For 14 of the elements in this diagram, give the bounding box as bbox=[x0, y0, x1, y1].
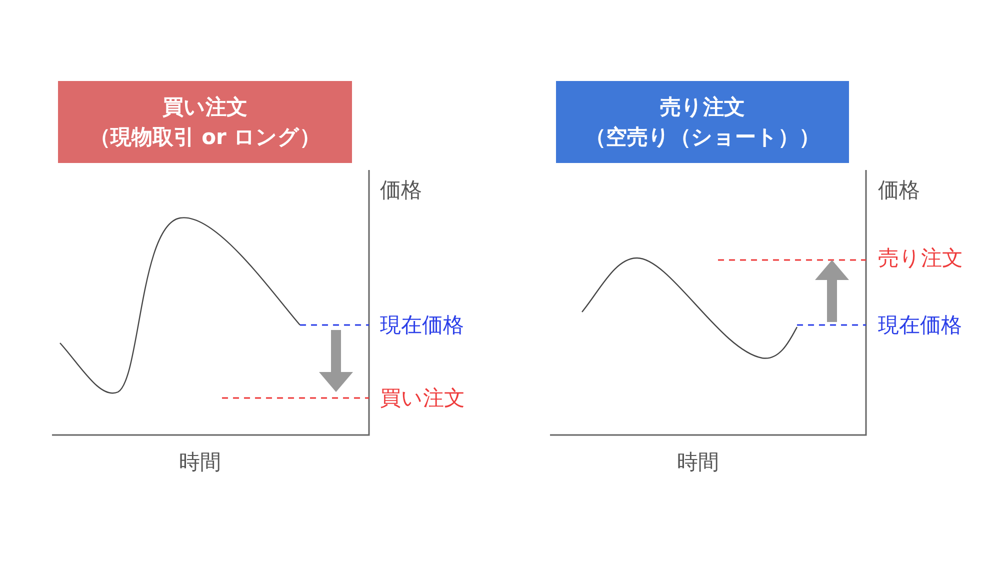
title-text: 売り注文 bbox=[660, 94, 745, 121]
axis-label: 時間 bbox=[179, 450, 221, 474]
level-label: 売り注文 bbox=[878, 246, 963, 270]
title-text: （現物取引 or ロング） bbox=[89, 124, 321, 151]
title-box bbox=[556, 81, 849, 163]
axis-label: 価格 bbox=[380, 178, 422, 202]
axis-label: 価格 bbox=[878, 178, 920, 202]
level-label: 現在価格 bbox=[878, 313, 962, 337]
level-label: 現在価格 bbox=[380, 313, 464, 337]
title-text: （空売り（ショート）） bbox=[585, 124, 820, 151]
level-label: 買い注文 bbox=[380, 386, 465, 410]
title-box bbox=[58, 81, 352, 163]
axis-label: 時間 bbox=[677, 450, 719, 474]
title-text: 買い注文 bbox=[162, 94, 248, 121]
